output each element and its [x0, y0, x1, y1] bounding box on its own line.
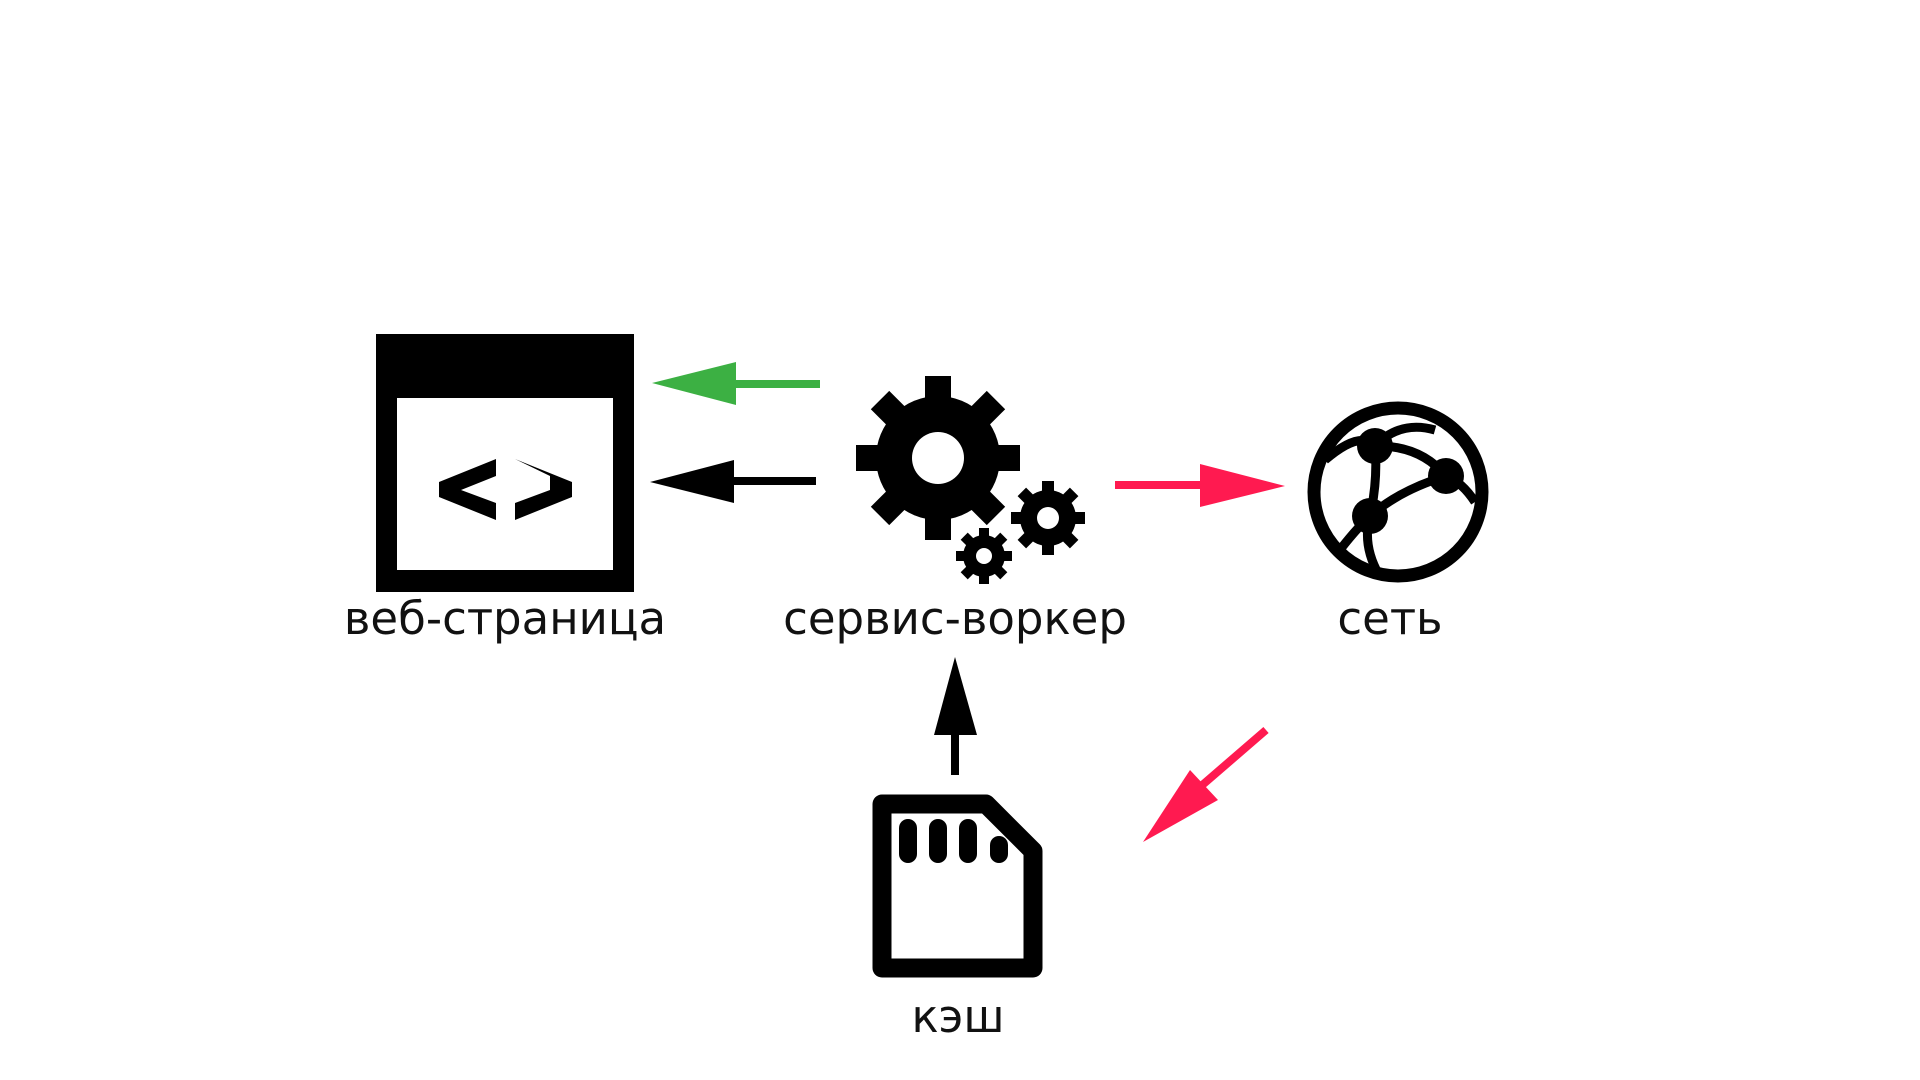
globe-network-icon [1307, 401, 1489, 583]
memory-card-icon [872, 794, 1043, 978]
network-node: сеть [1307, 401, 1489, 645]
arrow-cache-to-sw [934, 657, 977, 775]
gears-icon [856, 376, 1085, 584]
arrow-sw-to-webpage-black [650, 460, 816, 503]
arrow-sw-to-network [1115, 464, 1285, 507]
service-worker-node: сервис-воркер [783, 376, 1127, 645]
cache-node: кэш [872, 794, 1043, 1043]
webpage-label: веб-страница [344, 592, 666, 645]
code-window-icon [376, 334, 634, 592]
network-label: сеть [1337, 592, 1442, 645]
arrow-network-to-cache [1143, 726, 1269, 842]
arrow-sw-to-webpage-green [652, 362, 820, 405]
webpage-node: веб-страница [344, 334, 666, 645]
service-worker-label: сервис-воркер [783, 592, 1127, 645]
cache-label: кэш [911, 990, 1004, 1043]
